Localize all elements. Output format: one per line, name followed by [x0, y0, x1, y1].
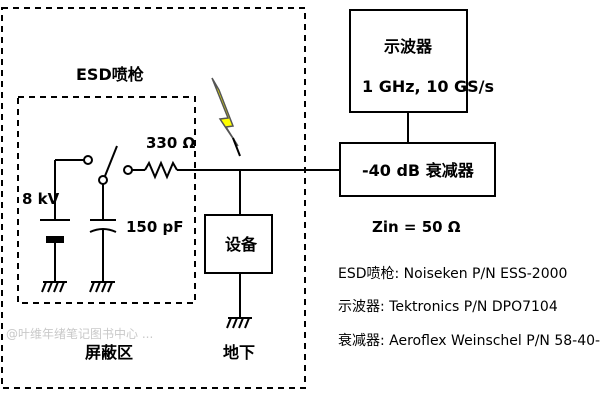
zin-label: Zin = 50 Ω — [372, 218, 461, 236]
watermark: @叶维年绪笔记图书中心 ... — [6, 326, 153, 341]
attenuator-box — [339, 142, 496, 197]
legend-item-esd-gun: ESD喷枪: Noiseken P/N ESS-2000 — [338, 265, 567, 282]
shield-label: 屏蔽区 — [85, 343, 133, 362]
resistor-label: 330 Ω — [146, 134, 196, 152]
voltage-label: 8 kV — [22, 190, 60, 208]
oscilloscope-title: 示波器 — [384, 37, 433, 56]
attenuator-label: -40 dB 衰减器 — [362, 161, 475, 180]
lightning-bolt-icon — [211, 77, 239, 147]
legend-item-attenuator: 衰减器: Aeroflex Weinschel P/N 58-40-34 — [338, 332, 600, 349]
esd-gun-shield-box — [17, 96, 196, 304]
legend-item-oscilloscope: 示波器: Tektronics P/N DPO7104 — [338, 299, 558, 315]
oscilloscope-box — [349, 9, 468, 113]
ground-icon — [41, 281, 67, 293]
oscilloscope-specs: 1 GHz, 10 GS/s — [362, 77, 494, 96]
ground-icon — [89, 281, 115, 293]
capacitor — [89, 184, 117, 282]
device-box — [204, 214, 273, 274]
device-label: 设备 — [225, 235, 258, 254]
resistor — [132, 160, 340, 180]
ground-icon — [226, 317, 252, 329]
switch-icon — [83, 145, 133, 185]
esd-gun-label: ESD喷枪 — [76, 65, 144, 84]
capacitor-label: 150 pF — [126, 218, 184, 236]
equipment-legend: ESD喷枪: Noiseken P/N ESS-2000 示波器: Tektro… — [338, 265, 600, 349]
ground-label: 地下 — [223, 343, 255, 362]
discharge-arrow — [232, 137, 241, 157]
voltage-source — [40, 159, 84, 282]
